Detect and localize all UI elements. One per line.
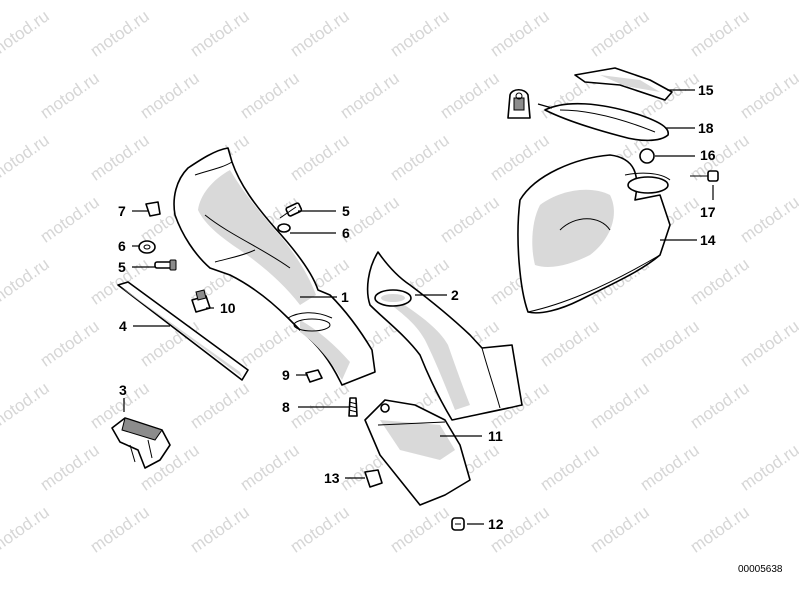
watermark-text: motod.ru (287, 378, 353, 432)
part-8-screw (348, 397, 358, 417)
watermark-text: motod.ru (687, 502, 753, 556)
callout-8: 8 (282, 399, 290, 415)
part-6-washer-lower (138, 240, 156, 254)
callout-6-upper: 6 (342, 225, 350, 241)
watermark-text: motod.ru (437, 68, 503, 122)
watermark-text: motod.ru (437, 192, 503, 246)
watermark-text: motod.ru (237, 68, 303, 122)
callout-9: 9 (282, 367, 290, 383)
watermark-text: motod.ru (487, 130, 553, 184)
part-2-middle-trim-panel (366, 251, 523, 421)
watermark-text: motod.ru (187, 378, 253, 432)
part-4-strip (117, 281, 249, 381)
watermark-text: motod.ru (0, 502, 53, 556)
watermark-text: motod.ru (687, 378, 753, 432)
watermark-text: motod.ru (137, 68, 203, 122)
watermark-text: motod.ru (287, 130, 353, 184)
watermark-text: motod.ru (537, 440, 603, 494)
callout-2: 2 (451, 287, 459, 303)
watermark-text: motod.ru (187, 6, 253, 60)
callout-5-lower: 5 (118, 259, 126, 275)
watermark-text: motod.ru (587, 6, 653, 60)
part-5-screw-lower (154, 259, 177, 271)
watermark-text: motod.ru (587, 378, 653, 432)
watermark-text: motod.ru (337, 68, 403, 122)
watermark-text: motod.ru (287, 6, 353, 60)
callout-12: 12 (488, 516, 504, 532)
diagram-id: 00005638 (738, 564, 783, 575)
callout-18: 18 (698, 120, 714, 136)
watermark-text: motod.ru (637, 440, 703, 494)
watermark-text: motod.ru (687, 254, 753, 308)
part-13-nut (364, 469, 383, 488)
part-18-seal (544, 102, 669, 142)
watermark-text: motod.ru (87, 130, 153, 184)
part-9-nut (305, 369, 323, 383)
watermark-text: motod.ru (37, 316, 103, 370)
part-15-cap (574, 67, 673, 101)
watermark-text: motod.ru (37, 68, 103, 122)
watermark-text: motod.ru (737, 316, 799, 370)
watermark-text: motod.ru (37, 192, 103, 246)
callout-15: 15 (698, 82, 714, 98)
callout-labels: 1 2 3 4 5 6 5 6 7 8 9 10 11 12 13 14 15 … (118, 82, 716, 532)
callout-5-upper: 5 (342, 203, 350, 219)
watermark-text: motod.ru (387, 6, 453, 60)
part-17-bolt (690, 170, 719, 182)
part-10-clip (191, 289, 211, 313)
watermark-text: motod.ru (737, 192, 799, 246)
part-1-left-trim-panel (173, 147, 376, 386)
watermark-text: motod.ru (237, 316, 303, 370)
callout-10: 10 (220, 300, 236, 316)
callout-14: 14 (700, 232, 716, 248)
callout-4: 4 (119, 318, 127, 334)
watermark-text: motod.ru (0, 130, 53, 184)
watermark-text: motod.ru (487, 6, 553, 60)
watermark-text: motod.ru (87, 502, 153, 556)
callout-17: 17 (700, 204, 716, 220)
watermark-text: motod.ru (587, 502, 653, 556)
watermark-text: motod.ru (0, 378, 53, 432)
watermark-text: motod.ru (0, 254, 53, 308)
callout-6-lower: 6 (118, 238, 126, 254)
watermark-text: motod.ru (737, 68, 799, 122)
callout-3: 3 (119, 382, 127, 398)
part-3-bracket (111, 417, 171, 469)
watermark-text: motod.ru (387, 502, 453, 556)
watermark-text: motod.ru (187, 502, 253, 556)
part-5-screw-upper (279, 202, 303, 219)
watermark-text: motod.ru (387, 130, 453, 184)
callout-1: 1 (341, 289, 349, 305)
part-14-housing (517, 154, 671, 314)
watermark-text: motod.ru (737, 440, 799, 494)
part-6-washer-upper (277, 223, 291, 233)
callout-16: 16 (700, 147, 716, 163)
watermark-text: motod.ru (637, 316, 703, 370)
part-11-lower-cover (364, 399, 471, 506)
watermark-text: motod.ru (237, 440, 303, 494)
callout-7: 7 (118, 203, 126, 219)
part-12-screw (451, 517, 465, 531)
leader-lines (123, 89, 714, 525)
callout-11: 11 (488, 428, 503, 444)
watermark-text: motod.ru (37, 440, 103, 494)
watermark-text: motod.ru (687, 6, 753, 60)
part-16-grommet (639, 148, 655, 164)
part-7-clip (145, 201, 161, 217)
watermark-text: motod.ru (87, 6, 153, 60)
part-18-seal-detail (507, 88, 531, 119)
watermark-text: motod.ru (0, 6, 53, 60)
watermark-text: motod.ru (537, 316, 603, 370)
watermark-text: motod.ru (287, 502, 353, 556)
callout-13: 13 (324, 470, 340, 486)
